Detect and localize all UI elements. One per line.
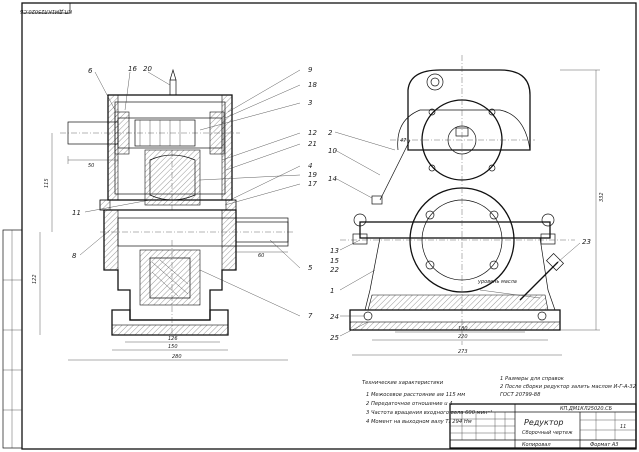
dim-280: 280: [172, 354, 182, 360]
tech-item-3: 3 Частота вращения входного вала 600 мин…: [366, 410, 492, 416]
callout-14: 14: [328, 175, 337, 183]
assembly-notes: 1 Размеры для справок 2 После сборки ред…: [500, 376, 636, 398]
dim-150: 150: [168, 344, 178, 350]
dim-180: 180: [458, 326, 468, 332]
dim-60: 60: [258, 253, 264, 259]
title-code: КП.ДМ1КЛ25020.СБ: [560, 406, 613, 412]
side-strip: [2, 229, 23, 449]
right-callouts: 2 10 14 13 15 22 1 24 25 23: [328, 129, 591, 342]
side-view: [340, 55, 575, 345]
callout-4: 4: [308, 162, 312, 170]
tech-item-2: 2 Передаточное отношение u 4: [366, 401, 453, 407]
callout-24: 24: [330, 313, 339, 321]
callout-25: 25: [330, 334, 339, 342]
oil-level-label: уровень масла: [477, 279, 517, 285]
callout-3: 3: [308, 99, 312, 107]
dim-220: 220: [458, 334, 468, 340]
sheet-number: 11: [620, 424, 626, 430]
callout-21: 21: [308, 140, 317, 148]
callout-22: 22: [330, 266, 339, 274]
tech-item-4: 4 Момент на выходном валу T₂ 294 Нм: [366, 419, 472, 425]
callout-19: 19: [308, 171, 317, 179]
dim-47: 47: [400, 138, 407, 144]
callout-16: 16: [128, 65, 137, 73]
dim-50: 50: [88, 163, 94, 169]
callout-9: 9: [308, 66, 313, 74]
title-name: Редуктор: [524, 418, 563, 427]
left-callouts: 6 16 20 9 18 3 12 21 4 19 17 11 8 5 7: [72, 65, 317, 320]
tech-characteristics: Технические характеристики 1 Межосевое р…: [362, 380, 492, 425]
dim-332: 332: [599, 192, 605, 202]
callout-20: 20: [143, 65, 152, 73]
copied-label: Копировал: [522, 442, 551, 448]
dim-126: 126: [168, 336, 178, 342]
section-view: [60, 68, 295, 340]
dim-115: 115: [44, 178, 50, 188]
callout-13: 13: [330, 247, 339, 255]
right-dimensions: 180 220 273 332 47 уровень масла: [352, 69, 605, 356]
callout-23: 23: [582, 238, 591, 246]
note-3: ГОСТ 20799-88: [500, 392, 541, 398]
title-subname: Сборочный чертеж: [522, 430, 573, 436]
callout-1: 1: [330, 287, 334, 295]
note-2: 2 После сборки редуктор залить маслом И-…: [500, 384, 636, 390]
callout-18: 18: [308, 81, 317, 89]
title-block: КП.ДМ1КЛ25020.СБ Редуктор Сборочный черт…: [449, 403, 637, 449]
stamp-code: КП.ДМ1КЛ25020.СБ: [19, 8, 72, 14]
dim-122: 122: [32, 274, 38, 284]
callout-6: 6: [88, 67, 93, 75]
callout-7: 7: [308, 312, 313, 320]
callout-15: 15: [330, 257, 339, 265]
callout-17: 17: [308, 180, 317, 188]
stamp-box: [21, 2, 71, 14]
format-label: Формат А3: [590, 442, 618, 448]
tech-item-1: 1 Межосевое расстояние aw 115 мм: [366, 392, 465, 398]
callout-2: 2: [328, 129, 333, 137]
callout-8: 8: [72, 252, 77, 260]
callout-10: 10: [328, 147, 337, 155]
callout-11: 11: [72, 209, 81, 217]
note-1: 1 Размеры для справок: [500, 376, 565, 382]
sheet-frame: [21, 2, 637, 450]
dim-273: 273: [458, 349, 468, 355]
tech-title: Технические характеристики: [362, 380, 444, 386]
callout-12: 12: [308, 129, 317, 137]
left-dimensions: 50 115 122 60 126 150 280: [32, 133, 288, 361]
callout-5: 5: [308, 264, 313, 272]
